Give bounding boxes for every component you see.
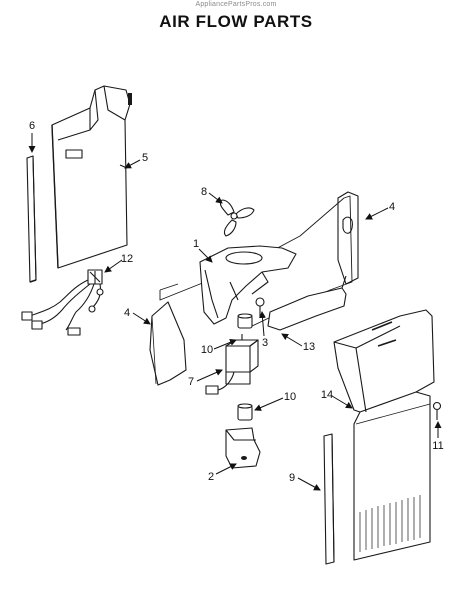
- part-2-motor-mount: [225, 427, 261, 469]
- callout-4-left: 4: [124, 307, 130, 319]
- page-title: AIR FLOW PARTS: [159, 12, 313, 31]
- callout-7: 7: [188, 376, 194, 388]
- callout-13: 13: [303, 341, 315, 353]
- part-14-air-duct-cover: [333, 309, 435, 561]
- leader-lines: [28, 133, 442, 491]
- part-13-bracket: [267, 275, 347, 331]
- part-6-gasket-strip: [26, 155, 37, 283]
- callout-5: 5: [142, 152, 148, 164]
- callout-2: 2: [208, 471, 214, 483]
- callout-10-lower: 10: [284, 391, 296, 403]
- callout-10-upper: 10: [201, 344, 213, 356]
- callout-12: 12: [121, 253, 133, 265]
- callout-14: 14: [321, 389, 333, 401]
- part-4-side-panel-right: [337, 191, 359, 285]
- callout-1: 1: [193, 238, 199, 250]
- part-4-side-panel-left: [149, 301, 187, 386]
- part-9-foam-strip: [323, 433, 335, 565]
- callout-6: 6: [29, 120, 35, 132]
- callout-8: 8: [201, 186, 207, 198]
- callout-9: 9: [289, 472, 295, 484]
- part-3-screw: [255, 297, 265, 318]
- callout-labels: 6 5 8 4 1 12 4 3 10 13 7 10 14 11 2 9: [29, 120, 444, 484]
- part-7-fan-motor: [205, 334, 259, 395]
- watermark: AppliancePartsPros.com: [195, 1, 277, 8]
- callout-4-right: 4: [389, 201, 395, 213]
- callout-3: 3: [262, 337, 268, 349]
- part-5-duct-panel: [51, 85, 132, 269]
- part-10-grommet-lower: [237, 403, 253, 421]
- part-8-fan-blade: [219, 199, 255, 237]
- callout-11: 11: [432, 440, 443, 452]
- part-10-grommet-upper: [237, 313, 253, 329]
- part-1-fan-shroud: [199, 245, 297, 325]
- part-12-wire-harness: [21, 269, 104, 336]
- part-11-screw: [432, 401, 442, 420]
